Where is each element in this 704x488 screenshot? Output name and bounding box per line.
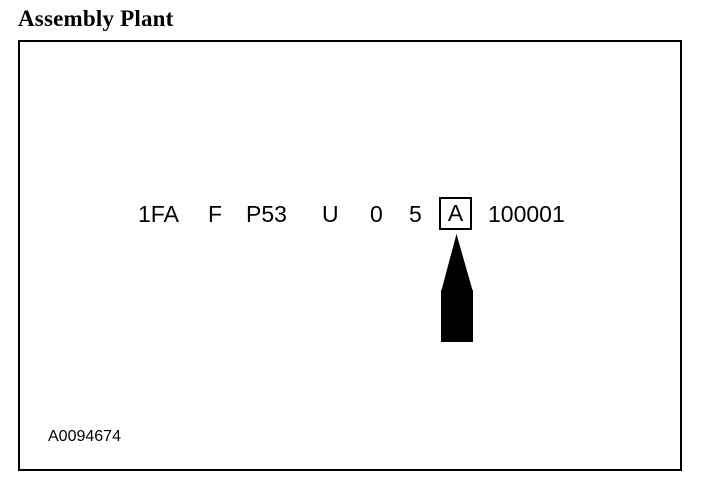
vin-segment-serial: 100001 (488, 201, 565, 227)
page-title: Assembly Plant (18, 6, 174, 31)
vin-segment-check-digit: 0 (370, 201, 383, 227)
vin-segment-engine: U (322, 201, 339, 227)
up-arrow-icon (441, 234, 473, 342)
vin-segment-wmi: 1FA (138, 201, 179, 227)
assembly-plant-code-box: A (439, 197, 472, 230)
vin-segment-restraint: F (208, 201, 223, 227)
figure-reference-code: A0094674 (48, 428, 121, 445)
vin-segment-model-year: 5 (409, 201, 422, 227)
diagram-frame (18, 40, 682, 471)
vin-segment-line-series-body: P53 (246, 201, 287, 227)
